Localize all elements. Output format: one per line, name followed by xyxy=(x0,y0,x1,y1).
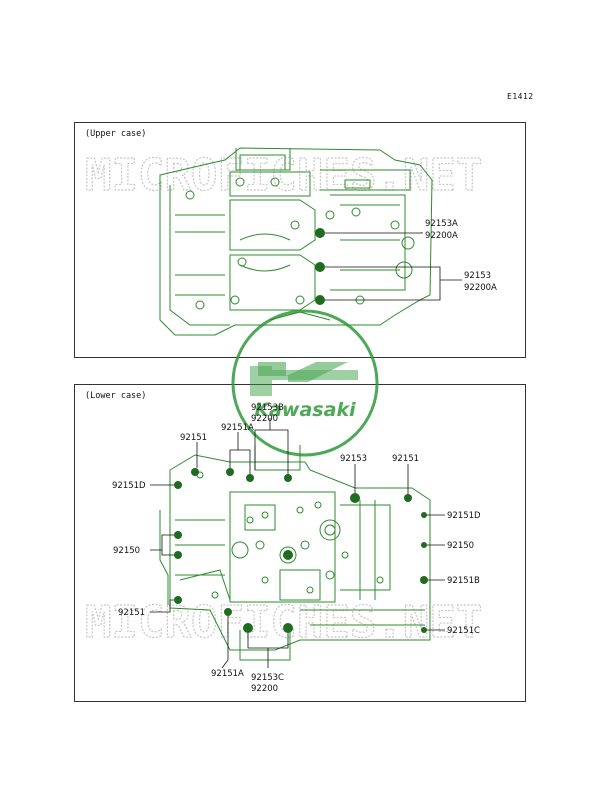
lower-case-title: (Lower case) xyxy=(85,391,147,401)
callout-92151c: 92151C xyxy=(447,626,480,636)
bolt-top-153b xyxy=(284,474,292,482)
logo-text: Kawasaki xyxy=(254,399,356,421)
bolt-top-151a-1 xyxy=(226,468,234,476)
page-code: E1412 xyxy=(507,92,534,101)
callout-92151d-left: 92151D xyxy=(112,481,146,491)
callout-92151a-bottom: 92151A xyxy=(211,669,244,679)
callout-92151a-top: 92151A xyxy=(221,423,254,433)
callout-92153c: 92153C xyxy=(251,673,284,683)
bolt-bottom-151a xyxy=(224,608,232,616)
bolt-92153a xyxy=(315,228,325,238)
bolt-left-150-2 xyxy=(174,551,182,559)
callout-92151-top: 92151 xyxy=(180,433,207,443)
bolt-top-151 xyxy=(191,468,199,476)
callout-92151-right: 92151 xyxy=(392,454,419,464)
callout-92151d-right: 92151D xyxy=(447,511,481,521)
callout-92200-top: 92200 xyxy=(251,414,278,424)
bolt-center xyxy=(283,550,293,560)
lower-case-bolts xyxy=(174,468,428,633)
upper-case-leaders xyxy=(325,232,462,301)
bolt-92153-1 xyxy=(315,262,325,272)
callout-92151-left: 92151 xyxy=(118,608,145,618)
bolt-bottom-153c-2 xyxy=(283,623,293,633)
kawasaki-logo: Kawasaki xyxy=(231,309,379,457)
bolt-right-150 xyxy=(421,542,427,548)
upper-case-bolts xyxy=(315,228,325,305)
bolt-bottom-153c-1 xyxy=(243,623,253,633)
callout-92153-right: 92153 xyxy=(340,454,367,464)
callout-92150-right: 92150 xyxy=(447,541,474,551)
bolt-top-151a-2 xyxy=(246,474,254,482)
bolt-92153-2 xyxy=(315,295,325,305)
bolt-left-d xyxy=(174,481,182,489)
bolt-right-c xyxy=(421,627,427,633)
upper-case-panel: (Upper case) xyxy=(74,122,526,358)
callout-92153a: 92153A xyxy=(425,219,458,229)
callout-92150-left: 92150 xyxy=(113,546,140,556)
bolt-right-153 xyxy=(350,493,360,503)
upper-case-title: (Upper case) xyxy=(85,129,147,139)
lower-case-leaders xyxy=(150,418,445,669)
callout-92153b: 92153B xyxy=(251,403,284,413)
callout-92151b: 92151B xyxy=(447,576,480,586)
bolt-right-d xyxy=(421,512,427,518)
bolt-left-150-1 xyxy=(174,531,182,539)
callout-92153: 92153 xyxy=(464,271,491,281)
callout-92200-bottom: 92200 xyxy=(251,684,278,694)
bolt-right-151 xyxy=(404,494,412,502)
lower-case-panel: (Lower case) xyxy=(74,384,526,702)
bolt-left-151 xyxy=(174,596,182,604)
bolt-right-b xyxy=(420,576,428,584)
watermark-upper: MICROFICHES.NET xyxy=(85,150,482,201)
upper-case-drawing xyxy=(159,147,433,336)
callout-92200a-1: 92200A xyxy=(425,231,458,241)
callout-92200a-2: 92200A xyxy=(464,283,497,293)
